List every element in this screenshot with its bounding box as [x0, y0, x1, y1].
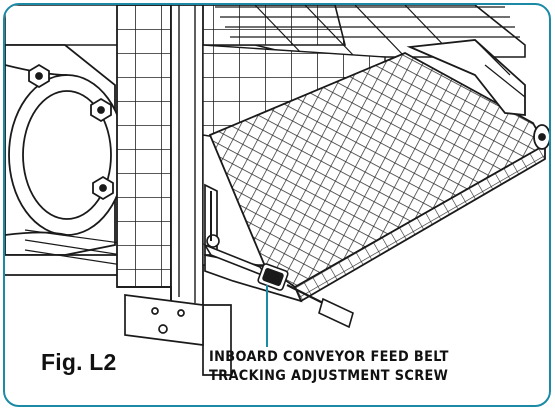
tracking-adjustment-screw: [203, 191, 354, 329]
vertical-frame: [116, 5, 204, 306]
bolt-icon: [28, 63, 50, 89]
conveyor-illustration: [5, 5, 549, 376]
callout-line-1: INBOARD CONVEYOR FEED BELT: [209, 349, 449, 365]
callout-text: INBOARD CONVEYOR FEED BELT TRACKING ADJU…: [209, 348, 449, 386]
figure-label: Fig. L2: [41, 349, 117, 375]
callout-line-2: TRACKING ADJUSTMENT SCREW: [209, 368, 449, 384]
figure-frame: Fig. L2 INBOARD CONVEYOR FEED BELT TRACK…: [3, 3, 551, 407]
bolt-icon: [90, 97, 112, 123]
bolt-icon: [92, 175, 114, 201]
drum-housing: [5, 44, 136, 276]
